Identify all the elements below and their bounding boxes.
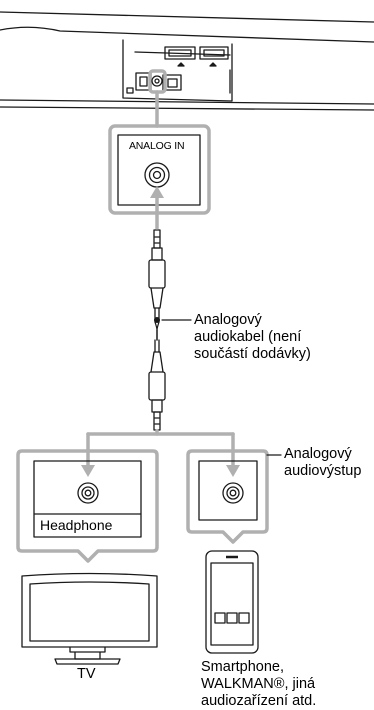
soundbar-illustration	[0, 11, 374, 111]
arrowheads	[81, 186, 240, 477]
cable-plug-lower	[148, 339, 166, 431]
output-label-line1: Analogový	[284, 446, 352, 462]
tv-label: TV	[77, 666, 96, 682]
tv-headphone-panel	[33, 460, 142, 538]
device-label-line1: Smartphone,	[201, 659, 285, 675]
cable-label-line3: součástí dodávky)	[194, 346, 311, 362]
tv-icon	[21, 572, 158, 665]
headphone-jack-label: Headphone	[40, 517, 113, 533]
device-label-line2: WALKMAN®, jiná	[201, 676, 316, 692]
cable-plug-upper	[148, 229, 166, 323]
highlight-frames	[16, 69, 269, 563]
device-output-panel	[198, 460, 258, 521]
analog-in-label: ANALOG IN	[129, 140, 185, 152]
device-label-line3: audiozařízení atd.	[201, 693, 317, 709]
smartphone-icon	[205, 550, 259, 654]
cable-label-line1: Analogový	[194, 312, 262, 328]
cable-label-line2: audiokabel (není	[194, 329, 302, 345]
output-label-line2: audiovýstup	[284, 463, 362, 479]
connection-lines	[86, 188, 235, 472]
